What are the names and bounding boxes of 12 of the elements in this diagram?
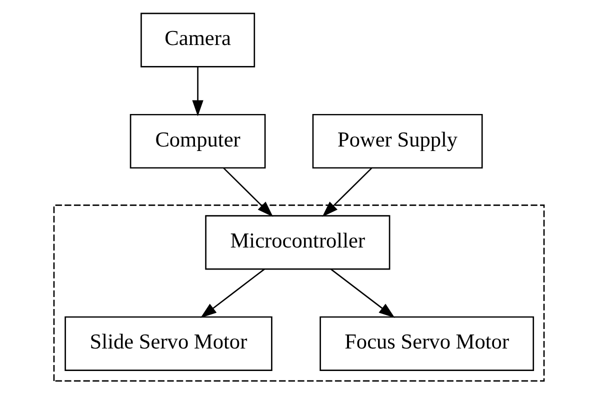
arrow [223,167,274,217]
node-box: Slide Servo Motor [64,316,272,371]
cluster [53,204,545,382]
arrow [192,66,204,116]
node-box: Power Supply [312,114,483,169]
arrow [330,268,395,318]
node-box: Focus Servo Motor [320,316,534,371]
node-box: Camera [140,12,256,68]
node-box: Computer [130,114,266,169]
arrow [200,268,265,318]
node-box: Microcontroller [205,215,390,270]
arrow [322,167,372,217]
